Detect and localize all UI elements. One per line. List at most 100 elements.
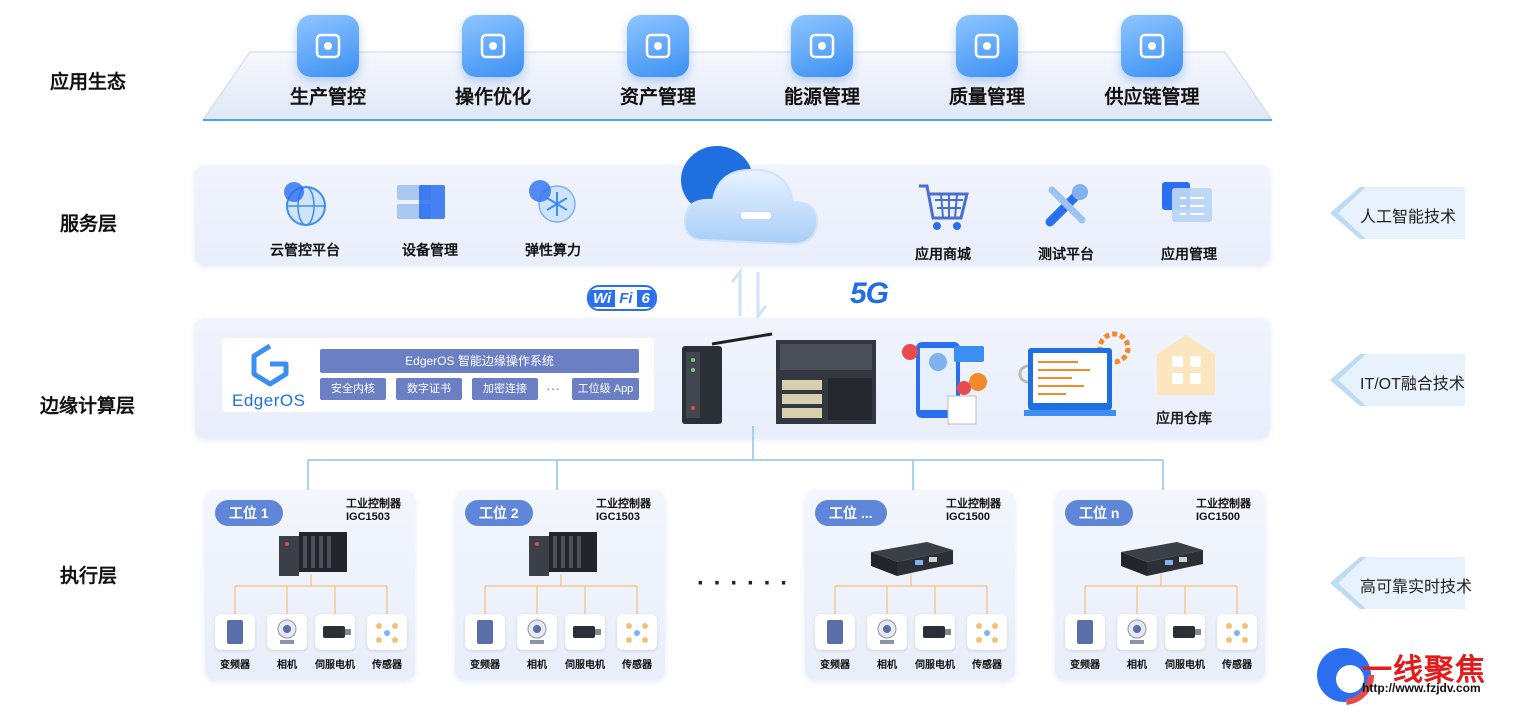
box-controller-icon [871, 542, 953, 576]
ecosystem-label-5: 供应链管理 [1104, 87, 1200, 108]
wifi6-logo: Wi Fi 6 [587, 285, 657, 311]
chip-ellipsis: ··· [546, 380, 560, 396]
servo-motor-icon [315, 614, 355, 650]
camera-icon [1117, 614, 1157, 650]
app-repository-label: 应用仓库 [1156, 410, 1212, 426]
chip-secure-kernel: 安全内核 [320, 378, 386, 400]
workstation-gap-ellipsis: · · · · · · [697, 570, 790, 597]
app-repository-house-icon [1157, 335, 1215, 395]
cloud-icon [681, 146, 819, 246]
servo-motor-icon [565, 614, 605, 650]
tech-tag-itot: IT/OT融合技术 [1330, 352, 1465, 408]
svc-label-device: 设备管理 [402, 242, 458, 258]
ecosystem-label-2: 资产管理 [619, 87, 696, 108]
camera-icon [517, 614, 557, 650]
ecosystem-icon-5 [1121, 15, 1183, 77]
device-tree-lines [834, 574, 988, 614]
chip-encrypted-conn: 加密连接 [472, 378, 538, 400]
app-management-icon [1162, 182, 1212, 222]
ecosystem-label-0: 生产管控 [289, 87, 366, 108]
monitor-computer-icon [1018, 331, 1131, 416]
wifi-part-wi: Wi [589, 289, 616, 307]
device-label: 伺服电机 [1165, 660, 1205, 671]
ecosystem-icon-4 [956, 15, 1018, 77]
watermark-url: http://www.fzjdv.com [1362, 681, 1481, 695]
mobile-app-icon [902, 342, 987, 425]
svc-label-compute: 弹性算力 [525, 242, 581, 258]
ecosystem-label-1: 操作优化 [454, 87, 531, 108]
controller-type: 工业控制器 [946, 498, 1001, 510]
device-label: 相机 [1127, 660, 1147, 671]
elastic-compute-icon [529, 180, 576, 223]
test-platform-tools-icon [1045, 184, 1088, 227]
edge-server-device-icon [776, 340, 876, 424]
sensor-icon [967, 614, 1007, 650]
camera-icon [867, 614, 907, 650]
tech-tag-realtime-label: 高可靠实时技术 [1360, 579, 1473, 596]
controller-model: IGC1500 [1196, 511, 1241, 523]
svc-label-appmgmt: 应用管理 [1161, 246, 1217, 262]
workstation-badge: 工位 1 [215, 500, 283, 526]
chip-workstation-app: 工位级 App [572, 378, 639, 400]
edgeros-logo-text: EdgerOS [232, 391, 306, 410]
device-label: 变频器 [220, 660, 250, 671]
plc-controller-icon [279, 532, 347, 576]
workstation-badge: 工位 ... [815, 500, 887, 526]
controller-model: IGC1503 [596, 511, 641, 523]
ecosystem-label-4: 质量管理 [948, 87, 1025, 108]
inverter-icon [465, 614, 505, 650]
ecosystem-icon-3 [791, 15, 853, 77]
uplink-downlink-arrows-icon [730, 268, 768, 320]
tech-tag-ai-label: 人工智能技术 [1360, 209, 1457, 226]
tech-tag-itot-label: IT/OT融合技术 [1360, 376, 1465, 393]
controller-model: IGC1503 [346, 511, 391, 523]
layer-label-service: 服务层 [60, 214, 118, 235]
camera-icon [267, 614, 307, 650]
sensor-icon [367, 614, 407, 650]
app-store-cart-icon [919, 184, 969, 230]
tech-tag-ai: 人工智能技术 [1330, 185, 1465, 241]
sensor-icon [617, 614, 657, 650]
edgeros-title-bar: EdgerOS 智能边缘操作系统 [320, 349, 639, 373]
device-tree-lines [1084, 574, 1238, 614]
controller-type: 工业控制器 [346, 498, 401, 510]
servo-motor-icon [1165, 614, 1205, 650]
inverter-icon [815, 614, 855, 650]
device-label: 相机 [277, 660, 297, 671]
layer-label-edge: 边缘计算层 [40, 396, 136, 417]
sensor-icon [1217, 614, 1257, 650]
device-label: 伺服电机 [915, 660, 955, 671]
inverter-icon [215, 614, 255, 650]
ecosystem-icon-2 [627, 15, 689, 77]
svc-label-cloud: 云管控平台 [270, 242, 340, 258]
device-label: 伺服电机 [315, 660, 355, 671]
device-tree-lines [234, 574, 388, 614]
box-controller-icon [1121, 542, 1203, 576]
watermark-brand: 一线聚焦 [1362, 654, 1486, 687]
device-label: 传感器 [1222, 660, 1252, 671]
device-label: 变频器 [1070, 660, 1100, 671]
ecosystem-icon-1 [462, 15, 524, 77]
device-label: 变频器 [820, 660, 850, 671]
ecosystem-label-3: 能源管理 [783, 87, 860, 108]
watermark-logo-icon [1314, 645, 1374, 705]
layer-label-ecosystem: 应用生态 [50, 72, 127, 93]
chip-digital-cert: 数字证书 [396, 378, 462, 400]
controller-type: 工业控制器 [1196, 498, 1251, 510]
device-label: 传感器 [622, 660, 652, 671]
servo-motor-icon [915, 614, 955, 650]
controller-type: 工业控制器 [596, 498, 651, 510]
5g-logo: 5G [850, 277, 889, 310]
device-label: 伺服电机 [565, 660, 605, 671]
edge-gateway-device-icon [682, 332, 773, 424]
layer-label-execution: 执行层 [60, 566, 118, 587]
device-label: 变频器 [470, 660, 500, 671]
